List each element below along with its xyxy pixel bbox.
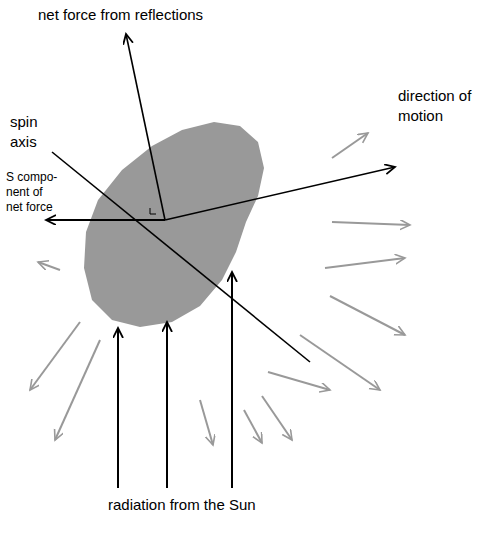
force-label: net force from reflections — [38, 6, 298, 24]
force-arrows — [46, 34, 395, 488]
angle-mark — [150, 208, 156, 214]
net-force-arrow — [126, 34, 165, 220]
emitted-radiation-arrows — [30, 133, 410, 445]
component-label: S compo- nent of net force — [6, 170, 59, 215]
asteroid-body — [84, 122, 264, 327]
motion-arrow — [165, 167, 395, 220]
axis-label: spin axis — [10, 112, 52, 152]
s-component-arrow — [46, 219, 165, 221]
radiation-label: radiation from the Sun — [108, 496, 368, 514]
spin-axis-line — [52, 152, 310, 362]
motion-label: direction of motion — [398, 86, 474, 126]
